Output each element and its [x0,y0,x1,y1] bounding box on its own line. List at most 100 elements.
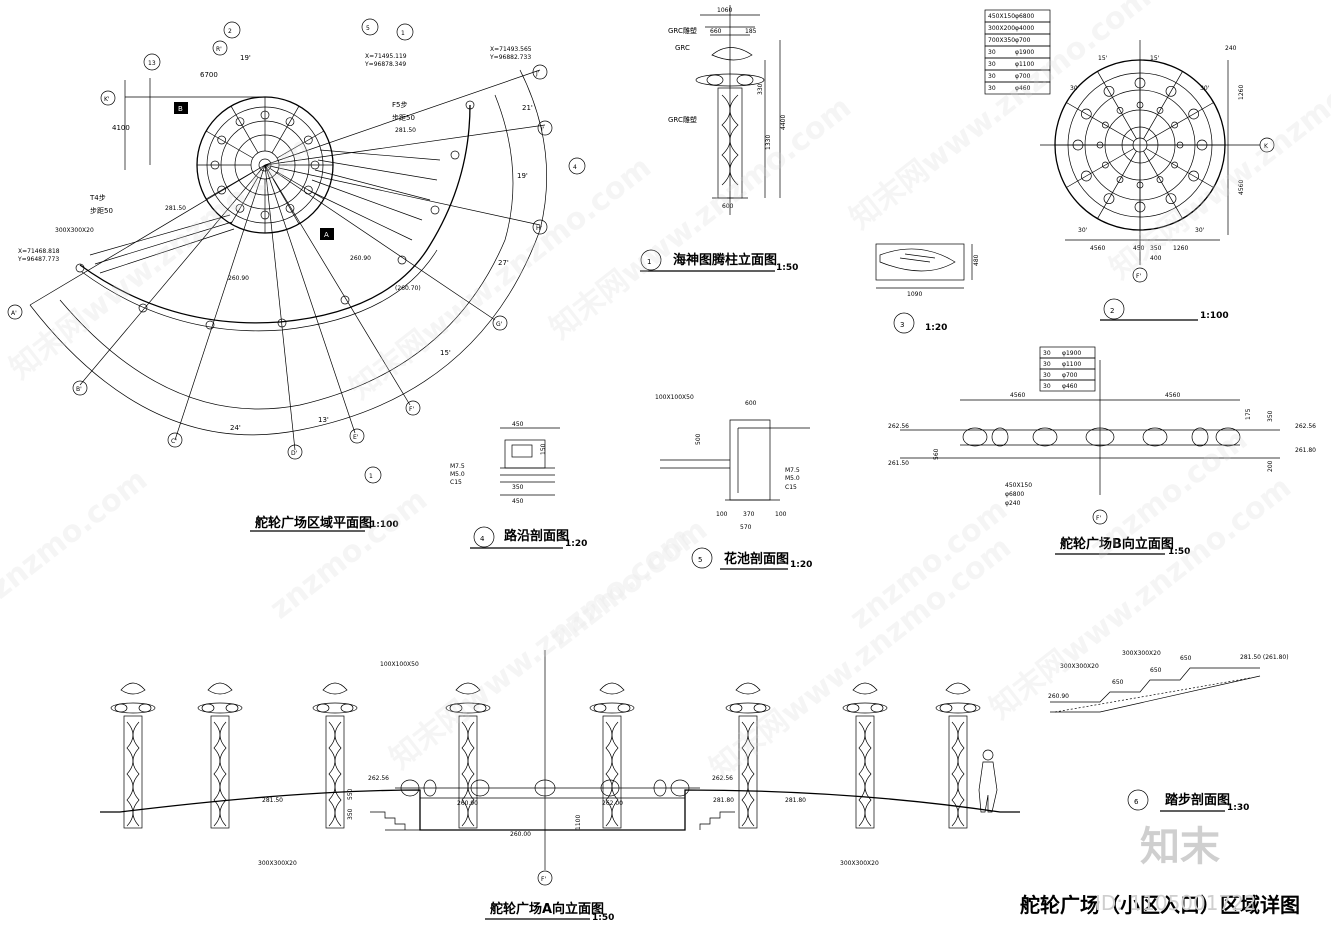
column-wheel-cap [842,702,888,714]
col-dim-600: 600 [722,203,734,210]
wheel-legend-spec: 30 [988,85,996,92]
dim-27: 27' [498,259,509,267]
plan-grid-bubble [72,380,88,396]
column-cap-knob [225,703,239,713]
plan-wheel-spoke [230,105,259,154]
b-legend-spec: 30 [1043,350,1051,357]
plan-grid-bubble [532,219,548,235]
column-shaft [738,715,758,829]
plan-wheel-node [260,110,270,120]
column-helix [605,721,613,827]
elev-1: 281.50 [165,205,186,212]
plan-callout-num: 4 [573,164,577,171]
plan-wheel-spoke [205,171,254,200]
step-level-1: 281.50 (261.80) [1240,654,1289,661]
diagonal-watermark: znzmo.com [263,482,434,626]
wheel-spoke [1143,71,1183,140]
section-a-label: A [324,231,329,239]
wheel-legend-name: φ4000 [1015,25,1034,32]
plan-title: 舵轮广场区域平面图 [255,515,372,531]
a-note-1: 300X300X20 [258,860,297,867]
planter-num: 5 [698,556,702,564]
wheel-inner-knob [1102,161,1109,169]
a-wheel-node [534,779,556,797]
b-dim-left: 4560 [1010,392,1025,399]
wheel-legend-name: φ460 [1015,85,1031,92]
wheel-legend-spec: 300X200 [988,25,1015,32]
column-wheel-cap [197,702,243,714]
a-wheel-node [400,779,420,797]
diagonal-watermark: znzmo.com [0,462,154,606]
totem-column [110,682,156,829]
column-helix [741,721,749,827]
totem-column [445,682,491,829]
b-legend-spec: 30 [1043,361,1051,368]
column-cap-knob [473,703,487,713]
column-cap-knob [870,703,884,713]
wheel-inner-knob [1102,121,1109,129]
wheel-spoke [1066,102,1135,142]
plan-column-base [340,295,350,305]
column-shell-top [322,682,348,695]
column-cap-knob [114,703,128,713]
brand-watermark: 知末 [1140,824,1220,870]
wheel-spoke [1145,102,1214,142]
scale-figure [978,749,998,813]
plan-grid-label: K' [104,96,110,103]
plan-wheel-node [260,210,270,220]
column-helix [328,721,336,827]
column-helix [864,721,872,827]
column-shell-top [852,682,878,695]
wheel-legend-spec: 30 [988,73,996,80]
b-note-1: 450X150 [1005,482,1032,489]
section-marker-b [174,102,188,114]
b-legend-spec: 30 [1043,372,1051,379]
diagonal-watermark: 知末网www.znzmo.com [1103,30,1331,287]
dim-19b: 19' [517,172,528,180]
wheel-dim-4: 1260 [1173,245,1188,252]
wheel-legend-spec: 700X350 [988,37,1015,44]
column-cap-knob [593,703,607,713]
column-wheel-cap [935,702,981,714]
column-helix [858,721,866,827]
a-note-2: 300X300X20 [840,860,879,867]
plaza-plan: 6700 4100 19' 24' 13' 21' 27' 15' 19' 28… [7,18,586,532]
column-shell-top [945,682,971,695]
plan-callout [223,21,241,39]
column-helix [957,721,965,827]
column-helix [219,721,227,827]
column-cap-knob [340,703,354,713]
plan-callout [364,466,382,484]
plan-scale: 1:100 [370,520,399,530]
plan-wheel-spoke [276,130,325,159]
column-helix [467,721,475,827]
plan-callout [361,18,379,36]
note-step1: 步距50 [90,207,113,215]
coord-y1: Y=96878.349 [364,61,406,68]
wheel-knob [1080,170,1092,182]
wheel-legend-spec: 30 [988,49,996,56]
plan-wheel-spoke [205,130,254,159]
step-title: 踏步剖面图 [1165,792,1230,808]
b-level-3: 262.56 [1295,423,1316,430]
wheel-dim-3: 350 [1150,245,1162,252]
plan-column-base [205,320,215,330]
planter-layer-3: C15 [785,484,797,491]
b-dim-200: 200 [1267,460,1274,472]
wheel-spoke [1097,150,1137,219]
curb-layer-3: C15 [450,479,462,486]
coord-y3: Y=96882.733 [489,54,531,61]
plan-wheel-node [310,160,320,170]
b-legend-name: φ700 [1062,372,1078,379]
step-section: 650 650 650 281.50 (261.80) 260.90 300X3… [1048,650,1289,813]
section-b-label: B [178,105,183,113]
b-legend-name: φ460 [1062,383,1078,390]
planter-dim-370: 370 [743,511,755,518]
column-cap-knob [316,703,330,713]
elev-4: 260.90 [350,255,371,262]
b-dim-right: 4560 [1165,392,1180,399]
plan-wheel-node [210,160,220,170]
b-wheel-node [1032,427,1058,447]
